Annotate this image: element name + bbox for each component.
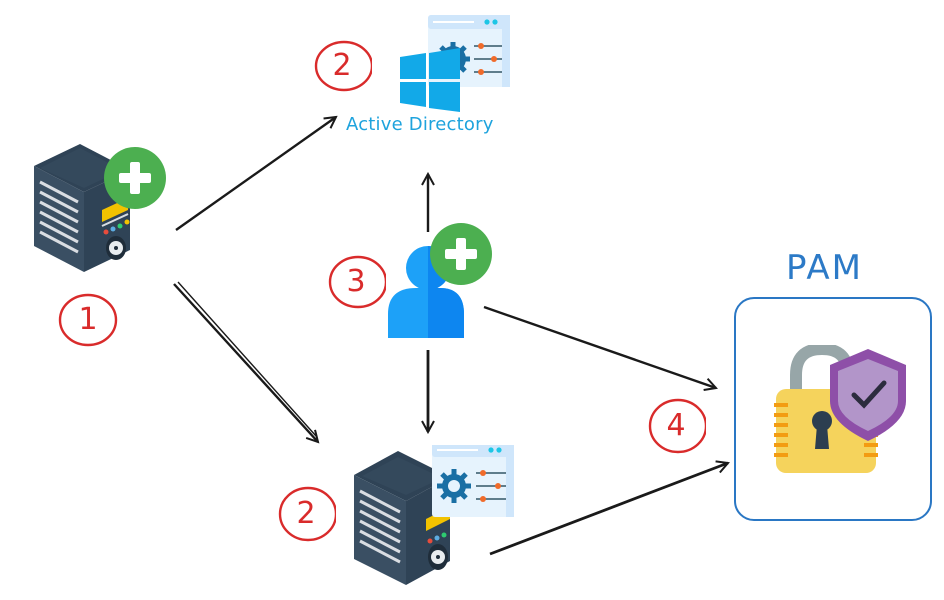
node-pam	[774, 342, 914, 475]
node-active-directory	[398, 13, 513, 113]
plus-icon-server	[104, 147, 166, 209]
step-2-ad-label: 2	[332, 48, 352, 83]
node-new-server	[30, 140, 170, 290]
step-2-server-marker: 2	[276, 486, 336, 542]
step-4-marker: 4	[646, 398, 706, 454]
step-1-marker: 1	[58, 292, 118, 348]
node-server-config	[350, 443, 520, 595]
windows-settings-icon	[400, 15, 510, 112]
arrow-user-to-pam	[483, 305, 716, 388]
arrow-server-to-serverconfig-2	[177, 281, 317, 437]
step-4-label: 4	[666, 408, 686, 443]
step-2-server-label: 2	[296, 496, 316, 531]
step-1-label: 1	[78, 302, 98, 337]
step-2-ad-marker: 2	[312, 38, 372, 94]
lock-shield-icon	[774, 342, 906, 473]
arrow-server-to-ad	[175, 117, 336, 231]
server-add-icon	[34, 144, 130, 272]
active-directory-label: Active Directory	[346, 114, 494, 135]
arrow-server-to-serverconfig	[173, 283, 318, 442]
pam-box	[734, 297, 932, 521]
step-3-label: 3	[346, 264, 366, 299]
pam-title: PAM	[786, 248, 863, 288]
plus-icon-user	[430, 223, 492, 285]
server-settings-icon	[354, 443, 514, 585]
arrow-serverconfig-to-pam	[489, 463, 728, 556]
step-3-marker: 3	[326, 254, 386, 310]
